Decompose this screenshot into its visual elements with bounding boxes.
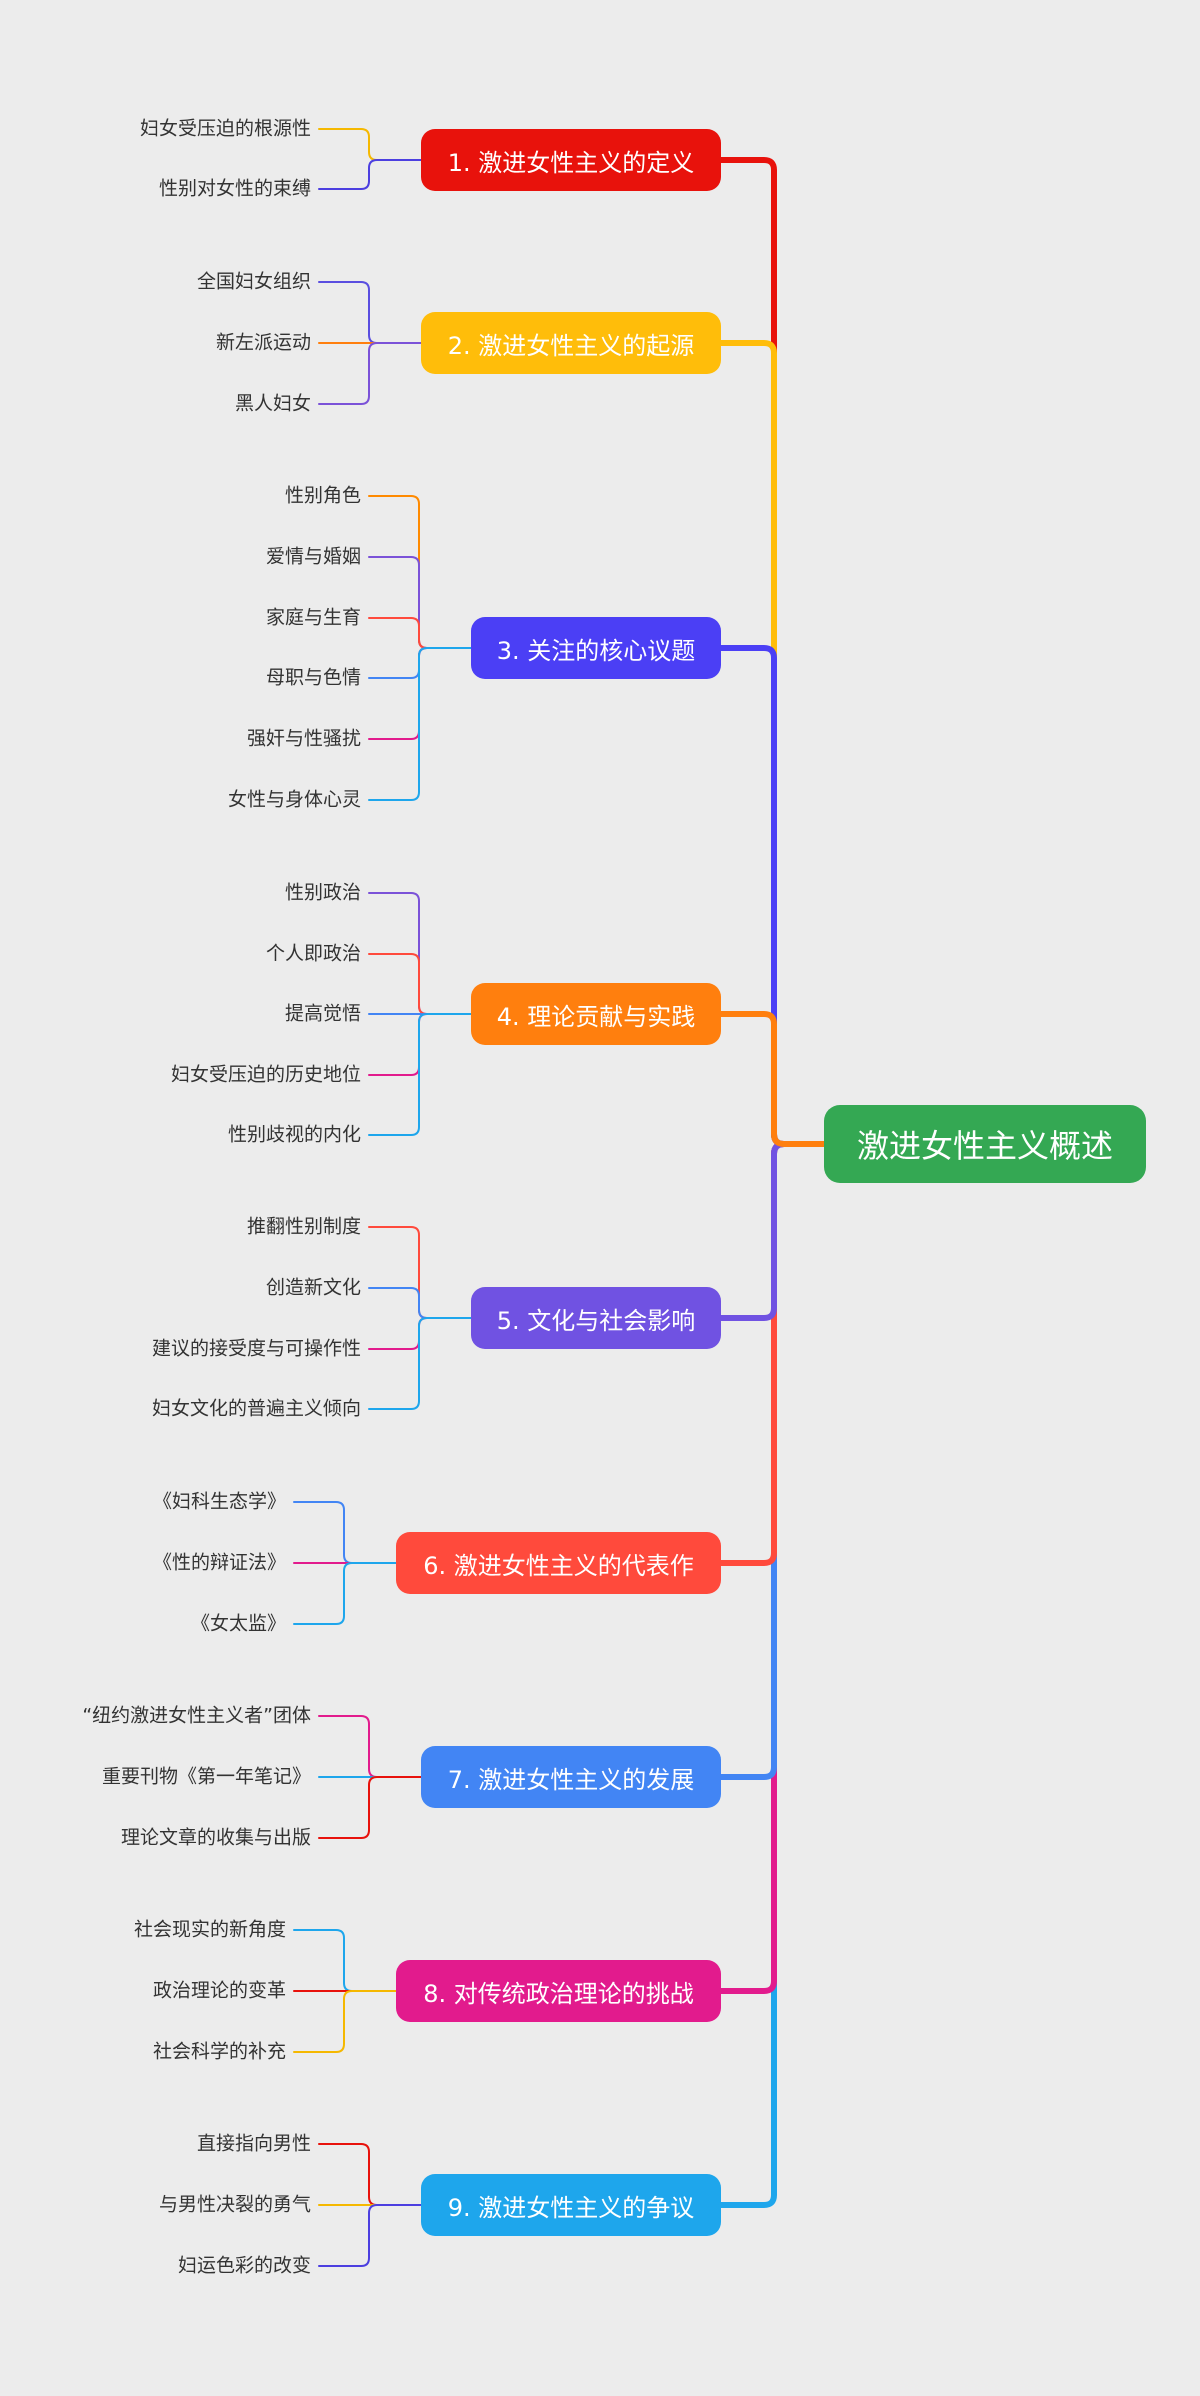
leaf-connector: [318, 159, 422, 190]
leaf-connector: [318, 128, 422, 161]
leaf-item[interactable]: 与男性决裂的勇气: [158, 2193, 311, 2216]
leaf-item[interactable]: 建议的接受度与可操作性: [151, 1337, 361, 1360]
leaf-connector: [318, 2204, 422, 2267]
branch-node-5[interactable]: 5. 文化与社会影响: [471, 1287, 721, 1349]
leaf-item[interactable]: 性别歧视的内化: [227, 1123, 361, 1146]
leaf-connector: [368, 1317, 472, 1410]
leaf-item[interactable]: 爱情与婚姻: [265, 545, 361, 568]
leaf-item[interactable]: 个人即政治: [265, 942, 361, 965]
leaf-item[interactable]: 性别政治: [284, 881, 361, 904]
leaf-connector: [318, 342, 422, 405]
leaf-connector: [318, 281, 422, 344]
branch-connector: [718, 1141, 827, 1321]
leaf-connector: [318, 2143, 422, 2206]
root-node[interactable]: 激进女性主义概述: [824, 1105, 1146, 1183]
leaf-item[interactable]: 推翻性别制度: [246, 1215, 361, 1238]
leaf-item[interactable]: 直接指向男性: [196, 2132, 311, 2155]
leaf-connector: [293, 1929, 397, 1992]
branch-node-1[interactable]: 1. 激进女性主义的定义: [421, 129, 721, 191]
leaf-item[interactable]: 新左派运动: [215, 331, 311, 354]
leaf-item[interactable]: 创造新文化: [265, 1276, 361, 1299]
leaf-item[interactable]: 女性与身体心灵: [227, 788, 361, 811]
leaf-item[interactable]: 性别对女性的束缚: [158, 177, 311, 200]
leaf-item[interactable]: 母职与色情: [265, 666, 361, 689]
leaf-connector: [368, 1013, 472, 1136]
branch-node-4[interactable]: 4. 理论贡献与实践: [471, 983, 721, 1045]
branch-node-9[interactable]: 9. 激进女性主义的争议: [421, 2174, 721, 2236]
leaf-item[interactable]: 社会科学的补充: [152, 2040, 286, 2063]
leaf-connector: [293, 1562, 397, 1625]
leaf-connector: [368, 953, 472, 1015]
leaf-item[interactable]: 妇女受压迫的历史地位: [170, 1063, 361, 1086]
leaf-item[interactable]: 政治理论的变革: [152, 1979, 286, 2002]
leaf-item[interactable]: 提高觉悟: [284, 1002, 361, 1025]
leaf-item[interactable]: 强奸与性骚扰: [246, 727, 361, 750]
leaf-item[interactable]: 妇女受压迫的根源性: [139, 117, 311, 140]
branch-node-8[interactable]: 8. 对传统政治理论的挑战: [396, 1960, 721, 2022]
branch-connector: [718, 1011, 827, 1147]
leaf-connector: [368, 647, 472, 801]
leaf-connector: [318, 1715, 422, 1778]
leaf-item[interactable]: 《性的辩证法》: [152, 1551, 286, 1574]
leaf-item[interactable]: 社会现实的新角度: [133, 1918, 286, 1941]
leaf-connector: [318, 1776, 422, 1839]
leaf-item[interactable]: 重要刊物《第一年笔记》: [101, 1765, 311, 1788]
leaf-item[interactable]: 性别角色: [284, 484, 361, 507]
leaf-item[interactable]: 全国妇女组织: [196, 270, 311, 293]
branch-node-6[interactable]: 6. 激进女性主义的代表作: [396, 1532, 721, 1594]
branch-node-2[interactable]: 2. 激进女性主义的起源: [421, 312, 721, 374]
leaf-connector: [293, 1501, 397, 1564]
leaf-item[interactable]: 家庭与生育: [265, 606, 361, 629]
leaf-item[interactable]: “纽约激进女性主义者”团体: [82, 1704, 311, 1727]
leaf-item[interactable]: 妇运色彩的改变: [177, 2254, 311, 2277]
leaf-connector: [293, 1990, 397, 2053]
leaf-item[interactable]: 《妇科生态学》: [152, 1490, 286, 1513]
leaf-item[interactable]: 理论文章的收集与出版: [120, 1826, 311, 1849]
branch-node-3[interactable]: 3. 关注的核心议题: [471, 617, 721, 679]
leaf-item[interactable]: 妇女文化的普遍主义倾向: [151, 1397, 361, 1420]
leaf-item[interactable]: 黑人妇女: [234, 392, 311, 415]
branch-node-7[interactable]: 7. 激进女性主义的发展: [421, 1746, 721, 1808]
leaf-item[interactable]: 《女太监》: [190, 1612, 286, 1635]
